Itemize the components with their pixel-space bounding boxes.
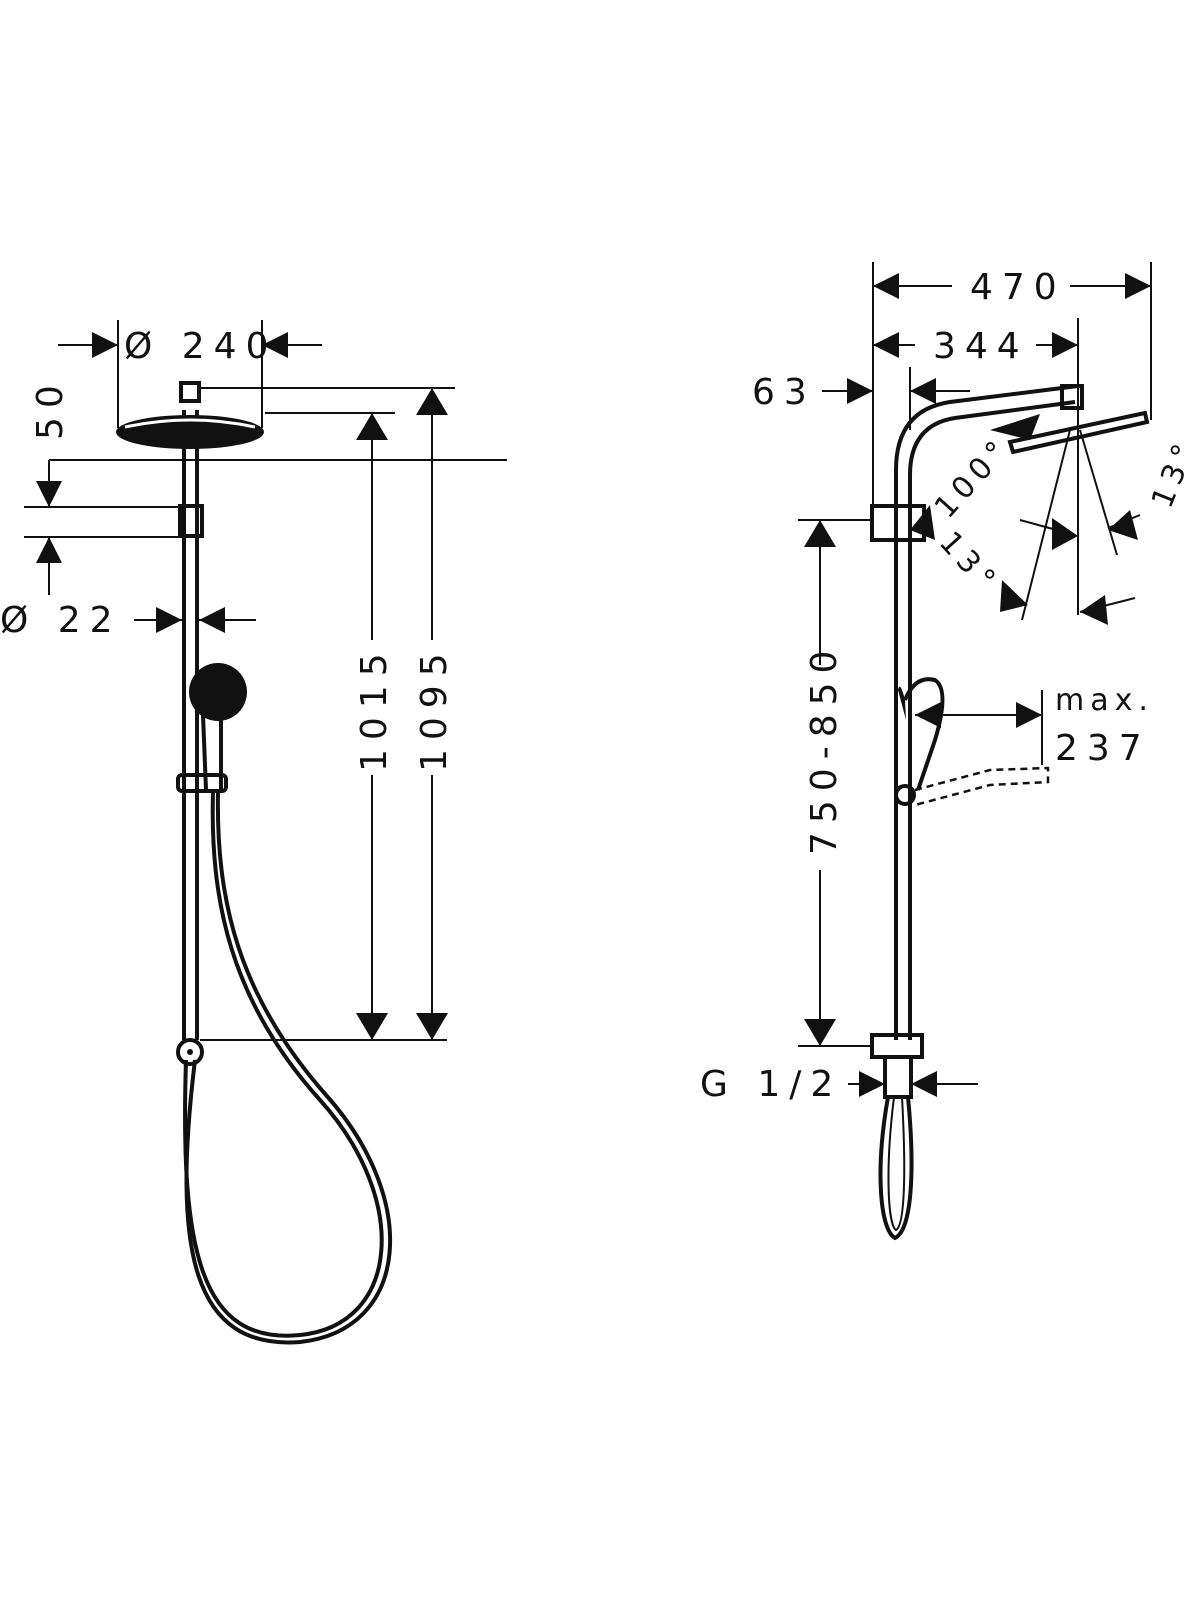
clamp-height-dimension: 50 <box>24 376 507 595</box>
overall-height-dimension: 1095 <box>200 387 455 1041</box>
wall-outlet <box>176 1038 204 1066</box>
overhead-shower <box>116 381 264 449</box>
height-to-head-dimension: 1015 <box>265 412 395 1040</box>
shower-pole <box>182 410 199 1040</box>
tilt-angle-dimensions: 100° 13° 13° <box>910 429 1200 625</box>
arm-projection-dimension: 344 <box>873 318 1079 615</box>
tilt-angle-left-label: 13° <box>932 525 1006 601</box>
connection-dimension: G 1/2 <box>700 1064 978 1105</box>
side-view: 470 344 63 <box>700 262 1200 1241</box>
hand-shower <box>176 663 247 793</box>
adjustable-height-dimension: 750-850 <box>798 519 872 1047</box>
handshower-reach-label: 237 <box>1055 728 1151 769</box>
front-view: Ø 240 50 Ø 22 1015 <box>0 320 507 1345</box>
connection-label: G 1/2 <box>700 1064 842 1105</box>
arm-projection-label: 344 <box>933 326 1029 367</box>
adjustable-height-label: 750-850 <box>804 642 845 855</box>
head-diameter-label: Ø 240 <box>124 326 278 367</box>
wall-offset-dimension: 63 <box>752 367 970 430</box>
pole-clamp <box>178 504 204 538</box>
height-to-head-label: 1015 <box>354 644 395 772</box>
overall-projection-label: 470 <box>970 267 1066 308</box>
overall-height-label: 1095 <box>414 644 455 772</box>
side-hand-shower <box>894 677 1050 807</box>
tilt-angle-right-label: 13° <box>1145 434 1200 513</box>
handshower-reach-dimension: max. 237 <box>915 683 1154 769</box>
swivel-angle-label: 100° <box>928 430 1018 525</box>
clamp-height-label: 50 <box>30 376 71 440</box>
handshower-reach-qualifier: max. <box>1055 683 1154 718</box>
head-diameter-dimension: Ø 240 <box>58 320 322 428</box>
pole-diameter-dimension: Ø 22 <box>0 600 256 641</box>
wall-offset-label: 63 <box>752 372 816 413</box>
side-overhead-shower <box>990 410 1150 455</box>
side-wall-outlet <box>870 1033 924 1241</box>
pole-diameter-label: Ø 22 <box>0 600 122 641</box>
overall-projection-dimension: 470 <box>872 262 1152 506</box>
shower-hose <box>183 791 384 1338</box>
